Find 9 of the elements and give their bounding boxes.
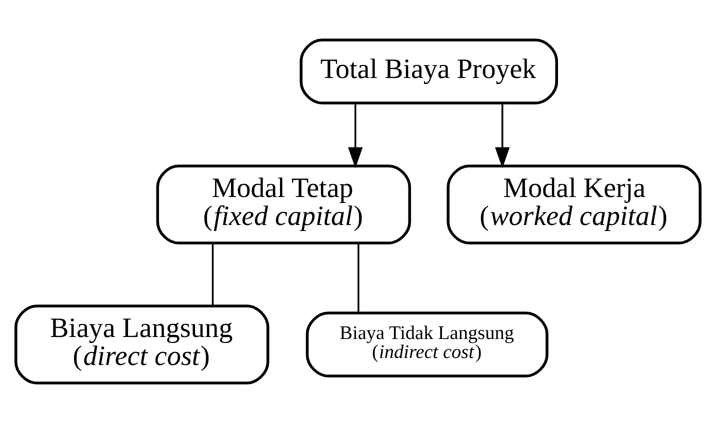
- node-box: Modal Kerja (worked capital): [446, 164, 702, 244]
- arrow: [348, 103, 363, 168]
- connector: [212, 244, 214, 306]
- node-box: Biaya Langsung (direct cost): [14, 304, 270, 384]
- node-box: Biaya Tidak Langsung (indirect cost): [306, 312, 548, 378]
- arrow: [495, 103, 510, 168]
- node-box: Modal Tetap (fixed capital): [156, 164, 412, 244]
- connector: [358, 244, 360, 313]
- node-box: Total Biaya Proyek: [300, 38, 558, 104]
